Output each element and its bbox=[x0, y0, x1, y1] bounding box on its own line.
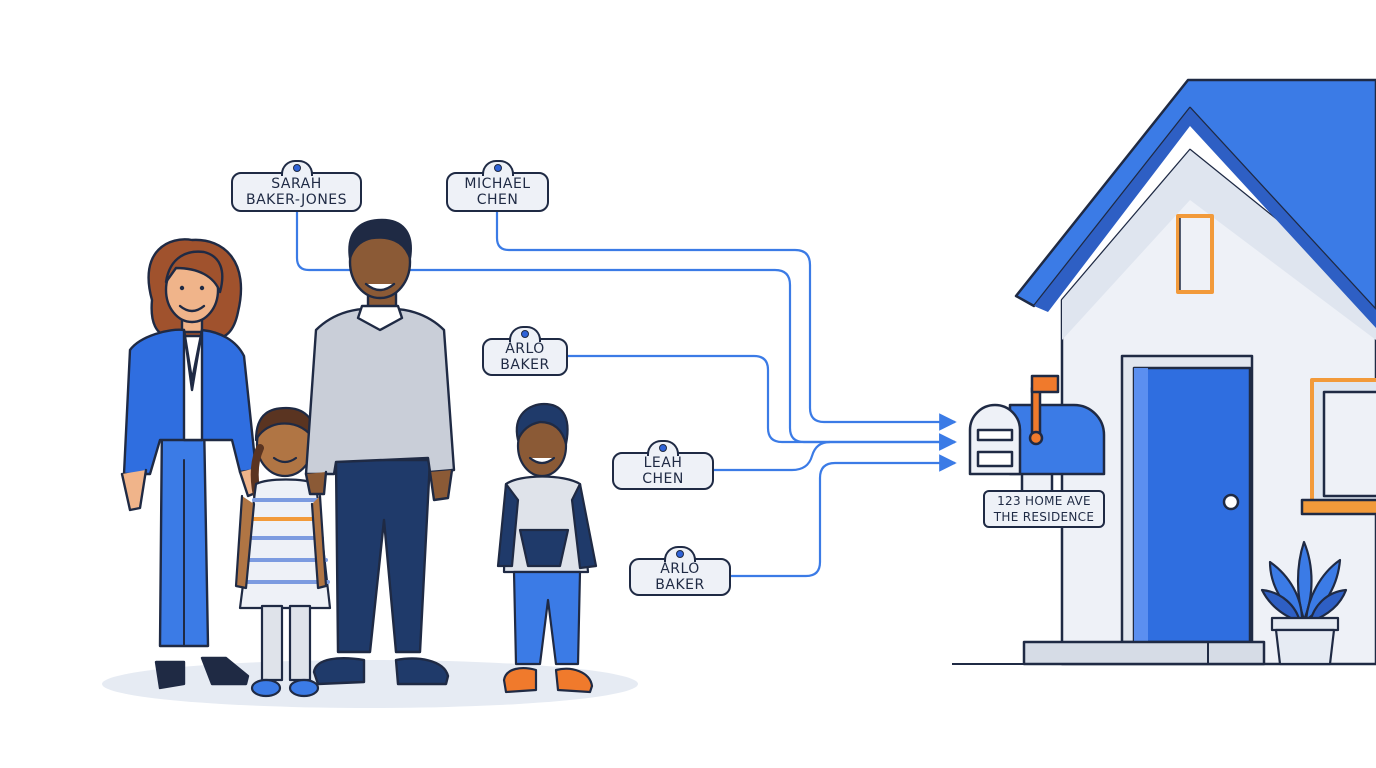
tag-hole bbox=[521, 330, 529, 338]
attic-window bbox=[1176, 214, 1214, 294]
name-tag-line1: ARLO bbox=[505, 341, 545, 357]
name-tag-line2: CHEN bbox=[476, 192, 519, 208]
name-tag-arlo-1: ARLO BAKER bbox=[482, 326, 568, 376]
name-tag-line2: CHEN bbox=[642, 471, 684, 487]
tag-hole bbox=[292, 164, 301, 172]
name-tag-sarah: SARAH BAKER-JONES bbox=[231, 160, 362, 212]
potted-plant bbox=[1260, 540, 1348, 666]
name-tag-line2: BAKER bbox=[655, 577, 705, 593]
connector-lines bbox=[295, 210, 957, 578]
mailbox bbox=[968, 374, 1106, 494]
man-sweater bbox=[304, 307, 456, 476]
girl-dress bbox=[238, 478, 332, 610]
woman-figure bbox=[120, 238, 260, 690]
address-line2: THE RESIDENCE bbox=[993, 510, 1095, 524]
connector-michael bbox=[495, 210, 957, 431]
tag-hole bbox=[493, 164, 502, 172]
name-tag-leah: LEAH CHEN bbox=[612, 440, 714, 490]
mailbox-body bbox=[1008, 403, 1106, 476]
door-step bbox=[1022, 640, 1266, 666]
connector-sarah bbox=[295, 210, 957, 451]
name-tag-line1: MICHAEL bbox=[464, 176, 531, 192]
mailbox-flag bbox=[1030, 374, 1060, 394]
door-knob bbox=[1222, 493, 1240, 511]
man-figure bbox=[304, 218, 456, 686]
name-tag-line2: BAKER bbox=[500, 357, 550, 373]
mailbox-address-plate: 123 HOME AVE THE RESIDENCE bbox=[983, 490, 1105, 528]
name-tag-line2: BAKER-JONES bbox=[245, 192, 348, 208]
name-tag-line1: SARAH bbox=[271, 176, 322, 192]
name-tag-line1: LEAH bbox=[643, 455, 683, 471]
mailbox-flag-pole bbox=[1030, 386, 1042, 436]
address-line1: 123 HOME AVE bbox=[997, 494, 1091, 508]
house bbox=[952, 78, 1376, 666]
connector-arlo-top bbox=[568, 354, 957, 451]
tag-hole bbox=[659, 444, 667, 452]
name-tag-line1: ARLO bbox=[660, 561, 700, 577]
connector-leah bbox=[712, 440, 831, 472]
connector-arlo-bottom bbox=[730, 454, 957, 578]
tag-hole bbox=[676, 550, 684, 558]
boy-figure bbox=[496, 402, 598, 694]
name-tag-michael: MICHAEL CHEN bbox=[446, 160, 549, 212]
name-tag-arlo-2: ARLO BAKER bbox=[629, 546, 731, 596]
